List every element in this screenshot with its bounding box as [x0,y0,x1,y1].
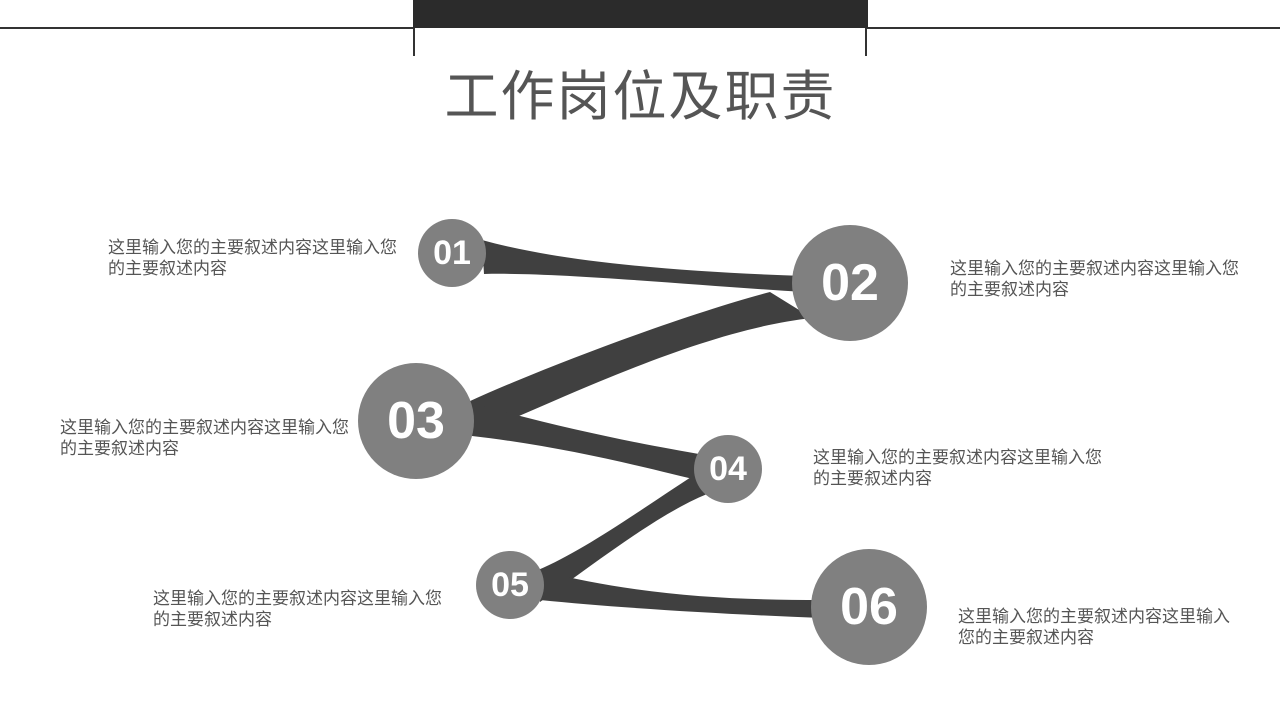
step-circle-06: 06 [811,549,927,665]
connector-04-05 [538,468,712,602]
step-circle-01: 01 [418,219,486,287]
connector-05-06 [538,570,822,618]
step-circle-05: 05 [476,551,544,619]
step-circle-04: 04 [694,435,762,503]
header-tick-right [865,28,867,56]
step-circle-02: 02 [792,225,908,341]
page-title: 工作岗位及职责 [444,65,837,128]
header-line-right [866,27,1280,29]
step-text-06: 这里输入您的主要叙述内容这里输入您的主要叙述内容 [958,607,1230,648]
connector-02-03 [468,292,812,436]
header-bar [413,0,868,28]
header-tick-left [413,28,415,56]
step-text-05: 这里输入您的主要叙述内容这里输入您的主要叙述内容 [153,589,442,630]
step-text-04: 这里输入您的主要叙述内容这里输入您的主要叙述内容 [813,448,1102,489]
step-text-02: 这里输入您的主要叙述内容这里输入您的主要叙述内容 [950,259,1239,300]
connector-01-02 [482,240,805,292]
step-text-01: 这里输入您的主要叙述内容这里输入您的主要叙述内容 [108,238,397,279]
step-text-03: 这里输入您的主要叙述内容这里输入您的主要叙述内容 [60,418,349,459]
connector-03-04 [468,402,705,482]
step-circle-03: 03 [358,363,474,479]
header-line-left [0,27,415,29]
